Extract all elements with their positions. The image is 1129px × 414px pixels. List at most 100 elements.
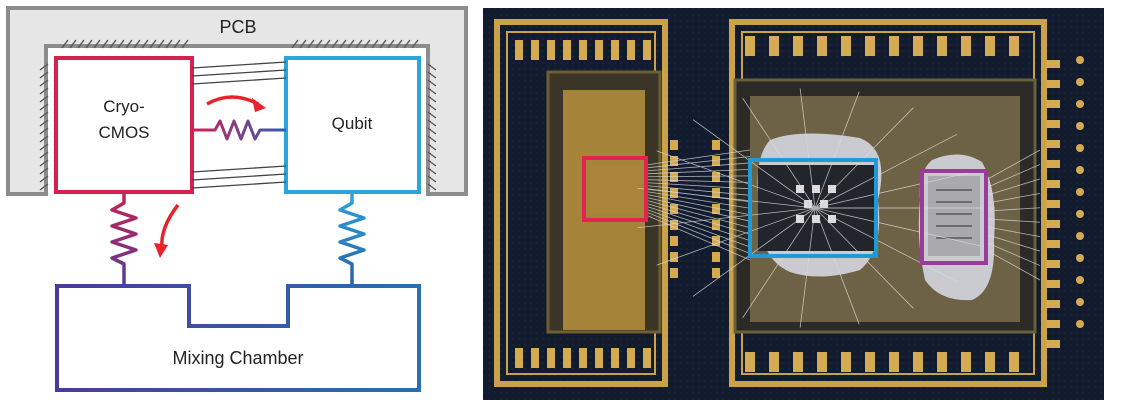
hatch-mark (387, 39, 395, 49)
hatch-mark (331, 39, 339, 49)
heat-flow-arrow-right-icon (206, 95, 259, 106)
cmos-chip (590, 165, 640, 215)
hatch-mark (39, 103, 49, 111)
bond-pad (670, 268, 678, 278)
bond-wire (985, 234, 1041, 252)
bond-pad (841, 352, 851, 372)
bond-wire (985, 226, 1041, 238)
hatch-mark (299, 39, 307, 49)
bond-pad (1046, 160, 1060, 168)
hatch-mark (347, 39, 355, 49)
hatch-mark (69, 39, 77, 49)
bond-pad (1009, 36, 1019, 56)
bond-pad (670, 252, 678, 262)
hatch-mark (411, 39, 419, 49)
bond-wire (799, 88, 816, 209)
bond-pad (670, 188, 678, 198)
hatch-mark (427, 63, 437, 71)
bond-pad (985, 36, 995, 56)
bond-wire (645, 162, 751, 172)
hatch-mark (149, 39, 157, 49)
bond-pad (1046, 100, 1060, 108)
bond-wire (645, 175, 751, 178)
schematic: PCB Cryo- CMOS Qubit Mix (6, 6, 468, 392)
bond-wire (645, 179, 751, 183)
bond-wire (742, 97, 816, 209)
hatch-mark (427, 119, 437, 127)
hatch-mark (39, 79, 49, 87)
hatch-mark (427, 71, 437, 79)
bond-wire (645, 185, 751, 196)
hatch-mark (39, 63, 49, 71)
hatch-mark (39, 95, 49, 103)
bond-wire (692, 119, 816, 209)
hatch-mark (427, 167, 437, 175)
hatch-mark (39, 111, 49, 119)
bond-pad (643, 40, 651, 60)
hatch-mark (141, 39, 149, 49)
hatch-mark (39, 183, 49, 191)
bond-pad (670, 220, 678, 230)
bond-pad (563, 348, 571, 368)
hatch-mark (427, 95, 437, 103)
hatch-mark (291, 39, 299, 49)
hatch-mark (125, 39, 133, 49)
hatch-mark (427, 175, 437, 183)
bond-pad (712, 172, 720, 182)
bond-pad (1076, 100, 1084, 108)
bond-wire (637, 207, 816, 229)
bond-pad (1076, 188, 1084, 196)
hatch-mark (39, 127, 49, 135)
qubit-label: Qubit (332, 114, 373, 133)
thermal-link-right-icon (338, 192, 366, 285)
bond-pad (531, 40, 539, 60)
hatch-mark (395, 39, 403, 49)
hatch-mark (427, 111, 437, 119)
bond-pad (961, 36, 971, 56)
bond-pad (937, 352, 947, 372)
bond-pad (913, 352, 923, 372)
resistor-icon (192, 119, 286, 141)
bond-wire (985, 149, 1041, 181)
hatch-mark (39, 119, 49, 127)
pcb-outline (6, 6, 468, 196)
resonator-lines (936, 189, 972, 239)
bond-wire (645, 199, 751, 229)
bond-wire (656, 207, 816, 266)
bond-wire (692, 207, 816, 297)
pcb-label: PCB (219, 17, 256, 37)
hatch-mark (85, 39, 93, 49)
bond-pad (1046, 320, 1060, 328)
bond-pad (643, 348, 651, 368)
bond-wire (814, 207, 986, 248)
cryo-cmos-label-line2: CMOS (99, 123, 150, 142)
hatch-mark (173, 39, 181, 49)
bond-wire (985, 178, 1041, 196)
hatch-mark (39, 135, 49, 143)
bond-pad (865, 352, 875, 372)
arrowhead (252, 98, 266, 112)
bond-wire (742, 207, 816, 319)
hatch-mark (157, 39, 165, 49)
bond-wire (645, 208, 751, 248)
bond-wire (985, 207, 1041, 212)
hatch-mark (427, 183, 437, 191)
bond-pad (712, 220, 720, 230)
bond-wire (645, 182, 751, 190)
bond-pad (547, 348, 555, 368)
bond-pad (793, 36, 803, 56)
hatch-mark (339, 39, 347, 49)
bond-pad (889, 36, 899, 56)
bond-pad (1046, 120, 1060, 128)
hatch-mark (379, 39, 387, 49)
bond-pad (817, 36, 827, 56)
bond-pad (712, 188, 720, 198)
bond-pad (841, 36, 851, 56)
mixing-chamber-label: Mixing Chamber (172, 348, 303, 368)
bond-pad (745, 352, 755, 372)
bond-wire (799, 207, 816, 328)
bond-wires (191, 61, 287, 189)
bond-wire (645, 191, 751, 209)
